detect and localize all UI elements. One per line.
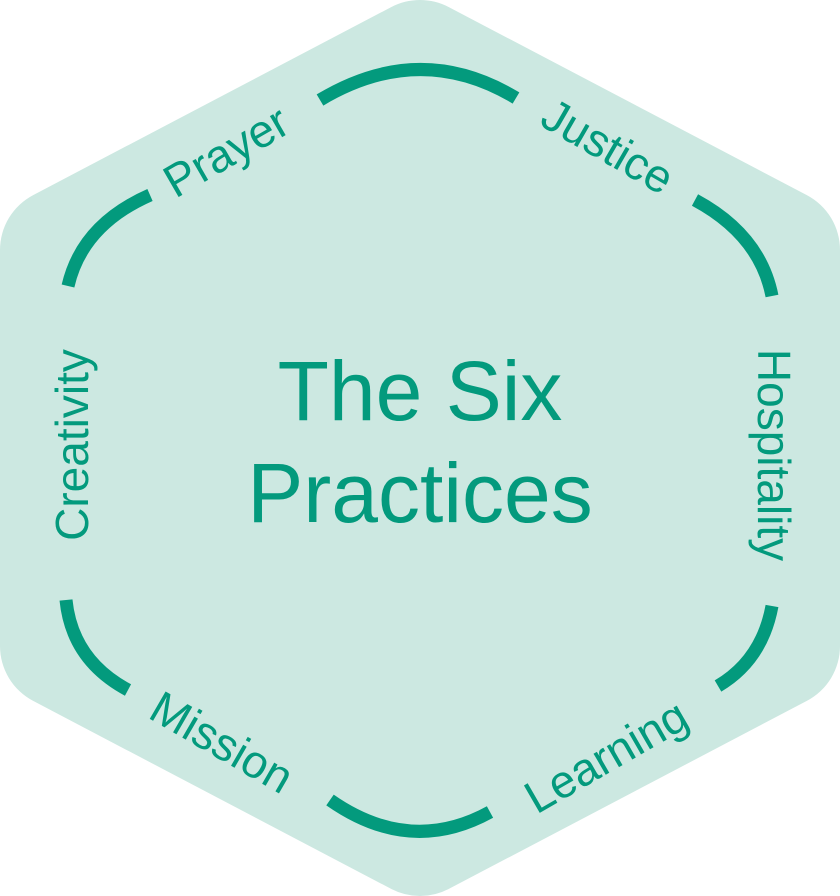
arc-lower-right: [714, 604, 779, 692]
title-line-1: The Six: [278, 344, 563, 438]
arc-top: [316, 63, 520, 106]
arc-lower-left: [59, 599, 132, 696]
arc-bottom: [326, 794, 494, 838]
title-line-2: Practices: [247, 446, 592, 540]
arc-upper-left: [61, 189, 153, 288]
arc-upper-right: [691, 194, 779, 298]
label-hospitality: Hospitality: [748, 349, 800, 561]
label-creativity: Creativity: [46, 349, 98, 541]
